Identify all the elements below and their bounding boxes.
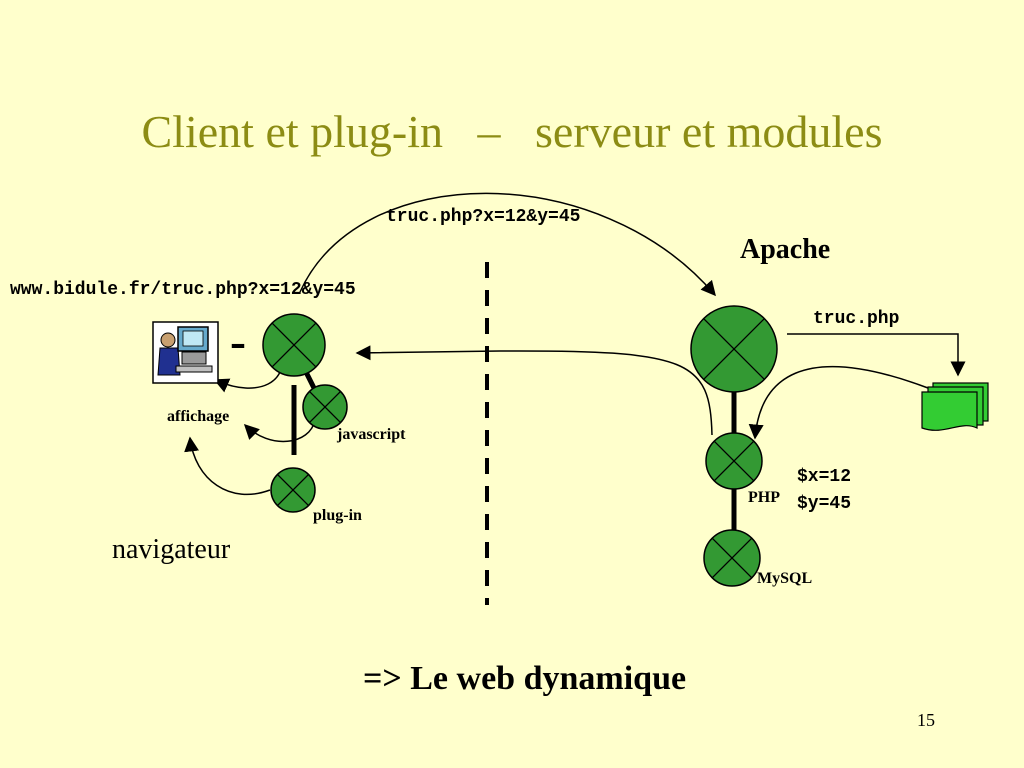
document-stack-icon xyxy=(921,382,989,431)
apache-label: Apache xyxy=(740,234,831,265)
display-label: affichage xyxy=(167,408,230,425)
response-arrow xyxy=(355,345,713,436)
client-node-icon xyxy=(262,313,326,377)
request-arrow xyxy=(299,192,716,297)
request-label: truc.php?x=12&y=45 xyxy=(386,207,581,227)
javascript-label: javascript xyxy=(337,426,406,443)
javascript-to-display-arrow xyxy=(243,419,316,443)
mysql-node-icon xyxy=(703,529,761,587)
file-label: truc.php xyxy=(813,309,900,329)
apache-node-icon xyxy=(690,305,778,393)
browser-label: navigateur xyxy=(112,534,231,565)
php-label: PHP xyxy=(748,489,780,506)
php-var-y: $y=45 xyxy=(797,494,852,514)
file-request-arrow xyxy=(787,333,966,377)
plugin-to-display-arrow xyxy=(184,436,271,496)
file-to-php-arrow xyxy=(748,365,929,440)
php-var-x: $x=12 xyxy=(797,467,852,487)
computer-user-icon xyxy=(152,321,219,384)
page-number: 15 xyxy=(917,710,935,730)
php-node-icon xyxy=(705,432,763,490)
plugin-label: plug-in xyxy=(313,507,362,524)
javascript-node-icon xyxy=(302,384,348,430)
mysql-label: MySQL xyxy=(757,570,813,587)
slide-title: Client et plug-in – serveur et modules xyxy=(141,106,883,157)
minus-sign: - xyxy=(230,315,246,368)
client-url: www.bidule.fr/truc.php?x=12&y=45 xyxy=(10,280,356,300)
conclusion-text: => Le web dynamique xyxy=(363,660,687,697)
plugin-node-icon xyxy=(270,467,316,513)
